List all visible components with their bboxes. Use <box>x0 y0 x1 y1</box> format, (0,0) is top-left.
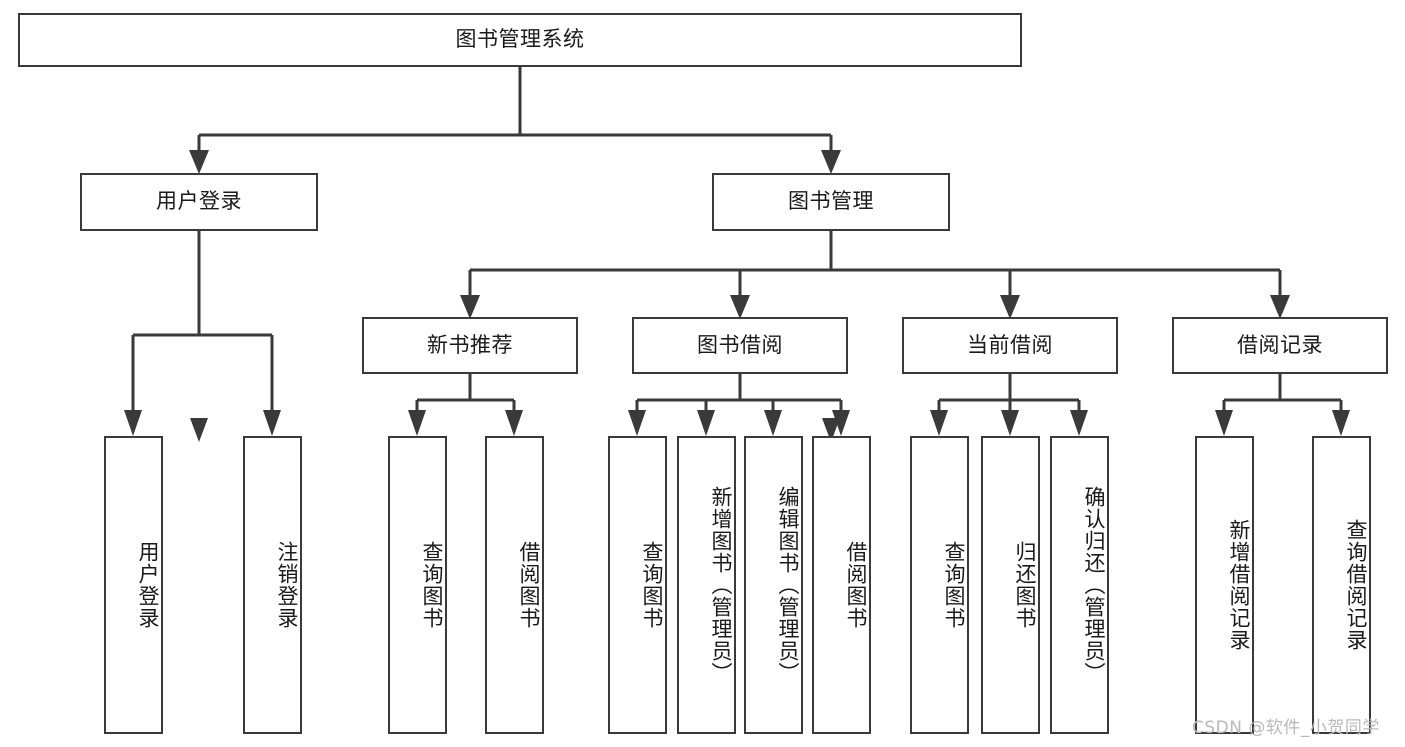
leaf-current-borrow-return[interactable]: 归还图书 <box>981 436 1040 734</box>
node-root-system[interactable]: 图书管理系统 <box>18 13 1022 67</box>
node-borrow-record[interactable]: 借阅记录 <box>1172 317 1388 374</box>
node-label: 图书借阅 <box>697 332 783 357</box>
node-label: 注销登录 <box>275 541 299 629</box>
node-label: 编辑图书（管理员） <box>776 486 800 684</box>
node-current-borrow[interactable]: 当前借阅 <box>902 317 1118 374</box>
leaf-new-book-borrow[interactable]: 借阅图书 <box>485 436 544 734</box>
leaf-book-borrow-edit-admin[interactable]: 编辑图书（管理员） <box>744 436 803 734</box>
leaf-current-borrow-confirm-admin[interactable]: 确认归还（管理员） <box>1050 436 1109 734</box>
node-label: 查询图书 <box>420 541 444 629</box>
node-label: 查询图书 <box>942 541 966 629</box>
leaf-user-login-login[interactable]: 用户登录 <box>104 436 163 734</box>
node-new-book-recommend[interactable]: 新书推荐 <box>362 317 578 374</box>
leaf-book-borrow-query[interactable]: 查询图书 <box>608 436 667 734</box>
node-book-borrow[interactable]: 图书借阅 <box>632 317 848 374</box>
node-label: 用户登录 <box>156 189 242 214</box>
node-label: 查询图书 <box>640 541 664 629</box>
node-label: 图书管理系统 <box>455 27 585 52</box>
node-label: 查询借阅记录 <box>1344 519 1368 651</box>
node-label: 确认归还（管理员） <box>1082 486 1106 684</box>
node-label: 用户登录 <box>136 541 160 629</box>
leaf-borrow-record-add[interactable]: 新增借阅记录 <box>1195 436 1254 734</box>
node-label: 归还图书 <box>1013 541 1037 629</box>
leaf-user-login-logout[interactable]: 注销登录 <box>243 436 302 734</box>
node-label: 新增图书（管理员） <box>709 486 733 684</box>
node-label: 新增借阅记录 <box>1227 519 1251 651</box>
node-book-management[interactable]: 图书管理 <box>712 173 950 231</box>
leaf-new-book-query[interactable]: 查询图书 <box>388 436 447 734</box>
node-user-login[interactable]: 用户登录 <box>80 173 318 231</box>
leaf-book-borrow-borrow[interactable]: 借阅图书 <box>812 436 871 734</box>
node-label: 借阅图书 <box>517 541 541 629</box>
node-label: 图书管理 <box>788 189 874 214</box>
leaf-book-borrow-add-admin[interactable]: 新增图书（管理员） <box>677 436 736 734</box>
node-label: 当前借阅 <box>967 332 1053 357</box>
node-label: 借阅图书 <box>844 541 868 629</box>
node-label: 借阅记录 <box>1237 332 1323 357</box>
leaf-current-borrow-query[interactable]: 查询图书 <box>910 436 969 734</box>
node-label: 新书推荐 <box>427 332 513 357</box>
leaf-borrow-record-query[interactable]: 查询借阅记录 <box>1312 436 1371 734</box>
csdn-watermark: CSDN @软件_小贺同学 <box>1192 718 1380 738</box>
